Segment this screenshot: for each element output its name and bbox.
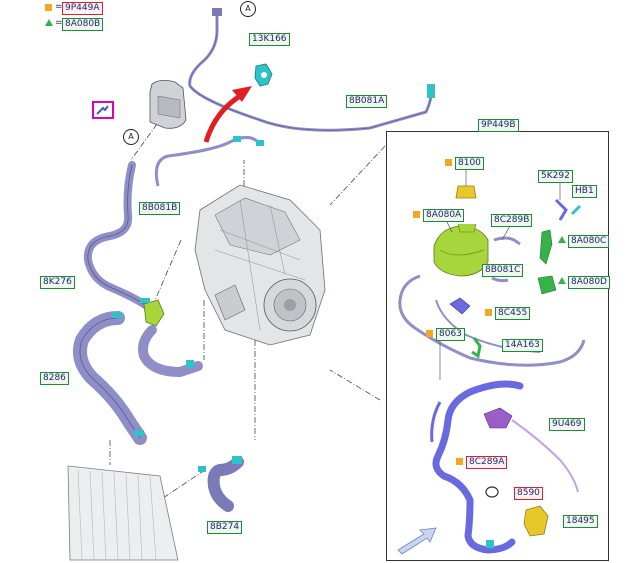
clamp-13k166 xyxy=(254,63,273,87)
label-5k292: 5K292 xyxy=(538,170,573,183)
hose-8286 xyxy=(73,311,147,445)
label-8c455: 8C455 xyxy=(495,307,531,320)
label-8b081b: 8B081B xyxy=(139,202,181,215)
callout-a-left: A xyxy=(123,129,139,145)
marker-triangle-8a080c xyxy=(558,236,566,243)
marker-square-8c289a xyxy=(456,458,463,465)
label-8c289a: 8C289A xyxy=(466,456,508,469)
clip-14a163 xyxy=(471,337,482,359)
legend-triangle-icon xyxy=(45,19,53,26)
label-8c289b: 8C289B xyxy=(491,214,533,227)
connector-hb1 xyxy=(570,204,582,216)
label-8286: 8286 xyxy=(40,372,69,385)
pipe-8c289b xyxy=(493,236,521,246)
expansion-tank-detail xyxy=(433,223,489,277)
label-9p449b: 9P449B xyxy=(478,119,519,132)
label-13k166: 13K166 xyxy=(249,33,290,46)
label-8k276: 8K276 xyxy=(40,276,75,289)
direction-arrow xyxy=(203,93,242,143)
legend-square-icon xyxy=(45,4,52,11)
legend-square-equals: = xyxy=(55,2,63,12)
expansion-tank-main xyxy=(149,80,187,129)
oring-8590 xyxy=(485,486,499,498)
pipe-8b081a xyxy=(188,14,434,132)
label-8100: 8100 xyxy=(455,157,484,170)
leader-lines xyxy=(109,123,386,501)
view-direction-arrow xyxy=(397,527,437,555)
connector-top xyxy=(212,8,222,16)
sensor-5k292 xyxy=(554,198,568,221)
hose-8k276 xyxy=(83,161,156,314)
pipe-8b081b xyxy=(154,136,262,187)
label-8590: 8590 xyxy=(514,487,543,500)
detail-hose-lower xyxy=(430,380,524,554)
legend-triangle-code: 8A080B xyxy=(62,18,104,31)
label-8b274: 8B274 xyxy=(207,521,243,534)
label-8063: 8063 xyxy=(436,328,465,341)
label-14a163: 14A163 xyxy=(502,339,543,352)
label-hb1: HB1 xyxy=(572,185,597,198)
thermostat-housing xyxy=(143,299,165,327)
part-9u469 xyxy=(483,407,513,429)
callout-a-top: A xyxy=(240,1,256,17)
marker-square-8a080a xyxy=(413,211,420,218)
legend-square-code: 9P449A xyxy=(62,2,103,15)
label-8b081c: 8B081C xyxy=(482,264,524,277)
engine-block xyxy=(194,184,326,346)
label-8a080a: 8A080A xyxy=(423,209,465,222)
marker-square-8063 xyxy=(426,330,433,337)
service-tool-icon xyxy=(92,101,114,119)
marker-triangle-8a080d xyxy=(558,277,566,284)
marker-square-8100 xyxy=(445,159,452,166)
connector-right xyxy=(427,84,435,98)
label-8a080d: 8A080D xyxy=(568,276,610,289)
pipe-8b081c xyxy=(491,276,509,283)
label-8a080c: 8A080C xyxy=(568,235,610,248)
fitting-8a080d xyxy=(537,275,557,295)
legend-triangle-equals: = xyxy=(55,18,63,28)
cap-8100 xyxy=(455,185,477,199)
label-9u469: 9U469 xyxy=(549,418,585,431)
marker-square-8c455 xyxy=(485,309,492,316)
label-18495: 18495 xyxy=(563,515,598,528)
hose-lower-engine xyxy=(138,325,203,378)
fitting-8a080c xyxy=(539,229,553,265)
hose-8b274 xyxy=(207,456,244,512)
label-8b081a: 8B081A xyxy=(346,95,388,108)
valve-18495 xyxy=(523,505,549,537)
radiator xyxy=(67,465,179,561)
bracket-8c455 xyxy=(449,297,471,315)
